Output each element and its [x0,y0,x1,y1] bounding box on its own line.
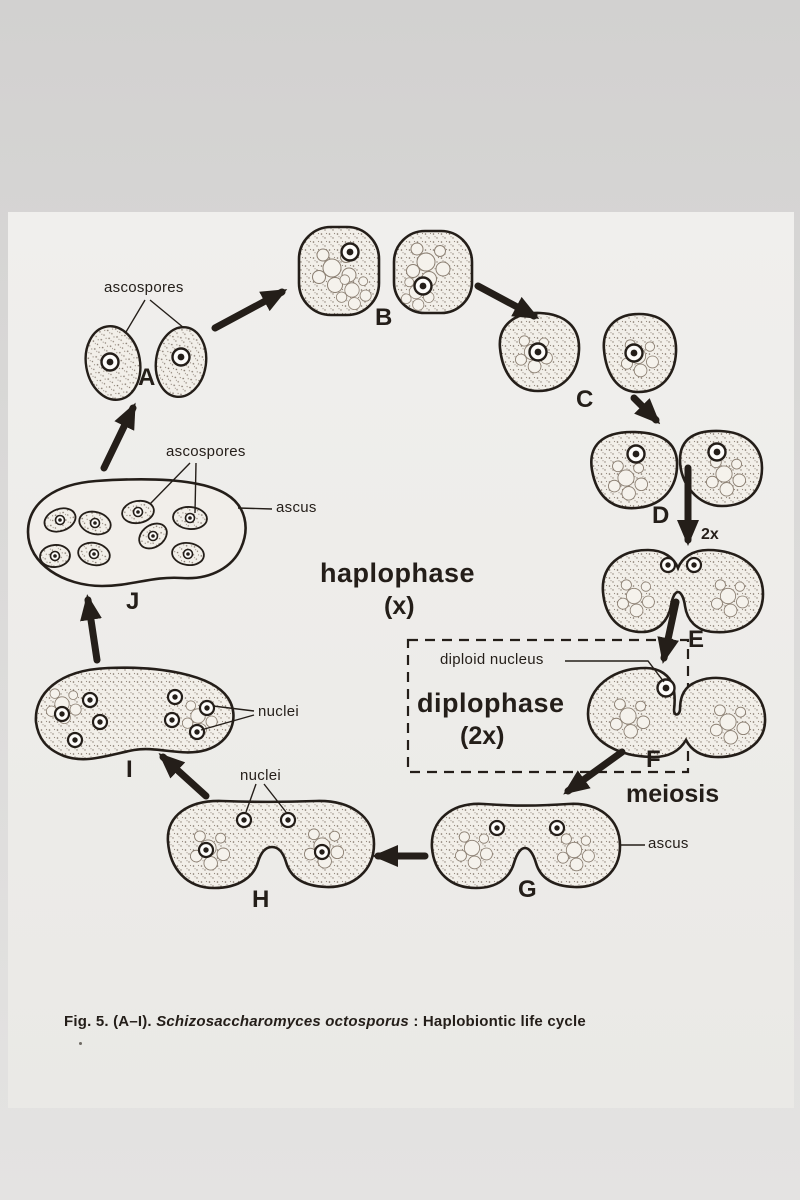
nucleus [340,242,360,262]
stage-letter-j: J [126,588,140,615]
stage-letter-f: F [646,746,661,773]
ascospores-label-top: ascospores [104,279,184,296]
stage-letter-e: E [688,626,705,653]
diploid-nucleus [656,678,676,698]
nucleus [707,442,727,462]
nucleus [685,556,703,574]
haplophase-label: haplophase [320,558,476,588]
caption-prefix: Fig. 5. (A–I). [64,1013,152,1030]
stage-j-ascus [26,477,247,588]
meiosis-label: meiosis [626,780,720,808]
nucleus [197,841,215,859]
haplophase-ploidy-label: (x) [384,592,415,620]
caption-species: Schizosaccharomyces octosporus [156,1013,409,1030]
nucleus [626,444,646,464]
stage-letter-g: G [518,876,537,903]
ascus-label-g: ascus [648,835,689,852]
stage-letter-d: D [652,502,670,529]
leader-lines [125,299,665,846]
ploidy-2x-label: 2x [701,526,719,543]
stage-letter-b: B [375,304,393,331]
nucleus [659,556,677,574]
nucleus [488,819,506,837]
nucleus [528,342,548,362]
nucleus [100,352,120,372]
diploid-nucleus-label: diploid nucleus [440,651,544,668]
nucleus [624,343,644,363]
diplophase-label: diplophase [417,688,565,718]
caption-suffix: : Haplobiontic life cycle [413,1013,586,1030]
nucleus [235,811,253,829]
stage-letter-i: I [126,756,133,783]
stage-letter-c: C [576,386,594,413]
stage-letter-h: H [252,886,270,913]
nucleus [171,347,191,367]
stage-h-cell [166,799,376,890]
stage-i-cell [34,666,235,761]
nucleus [279,811,297,829]
figure-caption: Fig. 5. (A–I). Schizosaccharomyces octos… [64,1013,586,1030]
nuclei-label-h: nuclei [240,767,281,784]
ascospores-label-ascus: ascospores [166,443,246,460]
nucleus [313,843,331,861]
stage-a-cells [84,325,208,401]
nuclei-label-i: nuclei [258,703,299,720]
ascus-label-j: ascus [276,499,317,516]
page-speck [79,1042,82,1045]
diplophase-ploidy-label: (2x) [460,722,505,750]
cycle-arrows [80,282,699,867]
stage-letter-a: A [138,364,156,391]
nucleus [548,819,566,837]
nucleus [413,276,433,296]
